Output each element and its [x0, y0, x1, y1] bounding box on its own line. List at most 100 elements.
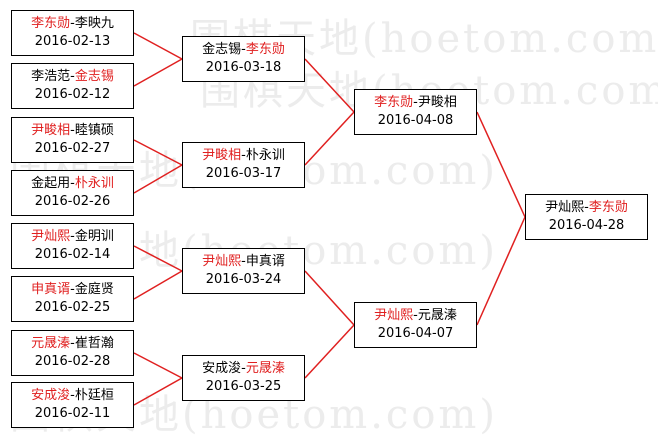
winner-name: 尹畯相: [202, 148, 242, 163]
match-date: 2016-04-28: [548, 218, 625, 233]
versus-dash: -: [70, 69, 75, 84]
versus-dash: -: [70, 16, 75, 31]
connector-line: [133, 245, 183, 272]
versus-dash: -: [70, 388, 75, 403]
match-players: 元晟溱-崔哲瀚: [31, 335, 114, 353]
winner-name: 李东勋: [245, 42, 285, 57]
versus-dash: -: [241, 42, 246, 57]
connector-line: [133, 352, 183, 379]
match-date: 2016-03-18: [205, 60, 282, 75]
loser-name: 李浩范: [31, 69, 71, 84]
match-players: 尹畯相-睦镇硕: [31, 122, 114, 140]
match-date: 2016-02-28: [34, 354, 111, 369]
match-date: 2016-04-08: [377, 113, 454, 128]
connector-line: [133, 139, 183, 166]
match-players: 金志锡-李东勋: [202, 41, 285, 59]
match-players: 李东勋-李映九: [31, 15, 114, 33]
versus-dash: -: [241, 148, 246, 163]
winner-name: 李东勋: [374, 95, 414, 110]
match-date: 2016-02-14: [34, 247, 111, 262]
loser-name: 李映九: [74, 16, 114, 31]
match-date: 2016-03-25: [205, 379, 282, 394]
winner-name: 尹灿熙: [374, 308, 414, 323]
match-players: 申真谞-金庭贤: [31, 281, 114, 299]
versus-dash: -: [70, 336, 75, 351]
connector-line: [476, 111, 526, 218]
loser-name: 金明训: [74, 229, 114, 244]
match-date: 2016-03-17: [205, 166, 282, 181]
match-date: 2016-02-27: [34, 141, 111, 156]
loser-name: 金起用: [31, 176, 71, 191]
bracket-connectors: [133, 32, 526, 406]
versus-dash: -: [70, 176, 75, 191]
versus-dash: -: [70, 282, 75, 297]
loser-name: 安成浚: [202, 361, 242, 376]
loser-name: 元晟溱: [417, 308, 457, 323]
match-date: 2016-02-13: [34, 34, 111, 49]
winner-name: 元晟溱: [31, 336, 71, 351]
match-players: 尹灿熙-元晟溱: [374, 307, 457, 325]
match-players: 尹灿熙-申真谞: [202, 253, 285, 271]
connector-line: [133, 270, 183, 300]
match-players: 尹灿熙-李东勋: [545, 199, 628, 217]
winner-name: 金志锡: [74, 69, 114, 84]
match-players: 尹灿熙-金明训: [31, 228, 114, 246]
match-date: 2016-02-12: [34, 87, 111, 102]
versus-dash: -: [413, 308, 418, 323]
match-players: 李浩范-金志锡: [31, 68, 114, 86]
loser-name: 金志锡: [202, 42, 242, 57]
match-date: 2016-03-24: [205, 272, 282, 287]
connector-line: [133, 377, 183, 406]
match-date: 2016-02-11: [34, 406, 111, 421]
winner-name: 朴永训: [74, 176, 114, 191]
loser-name: 朴廷桓: [74, 388, 114, 403]
winner-name: 尹畯相: [31, 123, 71, 138]
winner-name: 尹灿熙: [202, 254, 242, 269]
match-players: 安成浚-元晟溱: [202, 360, 285, 378]
versus-dash: -: [241, 361, 246, 376]
winner-name: 安成浚: [31, 388, 71, 403]
winner-name: 申真谞: [31, 282, 71, 297]
versus-dash: -: [70, 229, 75, 244]
loser-name: 金庭贤: [74, 282, 114, 297]
winner-name: 李东勋: [588, 200, 628, 215]
loser-name: 朴永训: [245, 148, 285, 163]
winner-name: 尹灿熙: [31, 229, 71, 244]
bracket-diagram: 围棋天地(hoetom.com) 围棋天地(hoetom.com) 围棋天地(h…: [10, 10, 658, 438]
versus-dash: -: [413, 95, 418, 110]
versus-dash: -: [241, 254, 246, 269]
match-date: 2016-02-25: [34, 300, 111, 315]
winner-name: 元晟溱: [245, 361, 285, 376]
match-date: 2016-02-26: [34, 194, 111, 209]
loser-name: 尹灿熙: [545, 200, 585, 215]
loser-name: 申真谞: [245, 254, 285, 269]
versus-dash: -: [70, 123, 75, 138]
connector-line: [133, 58, 183, 87]
connector-line: [304, 270, 355, 326]
match-players: 金起用-朴永训: [31, 175, 114, 193]
connector-line: [304, 111, 355, 166]
match-players: 尹畯相-朴永训: [202, 147, 285, 165]
loser-name: 睦镇硕: [74, 123, 114, 138]
match-date: 2016-04-07: [377, 326, 454, 341]
connector-line: [304, 324, 355, 379]
versus-dash: -: [584, 200, 589, 215]
connector-line: [133, 32, 183, 60]
connector-line: [476, 216, 526, 326]
connector-line: [304, 58, 355, 113]
match-players: 安成浚-朴廷桓: [31, 387, 114, 405]
loser-name: 崔哲瀚: [74, 336, 114, 351]
